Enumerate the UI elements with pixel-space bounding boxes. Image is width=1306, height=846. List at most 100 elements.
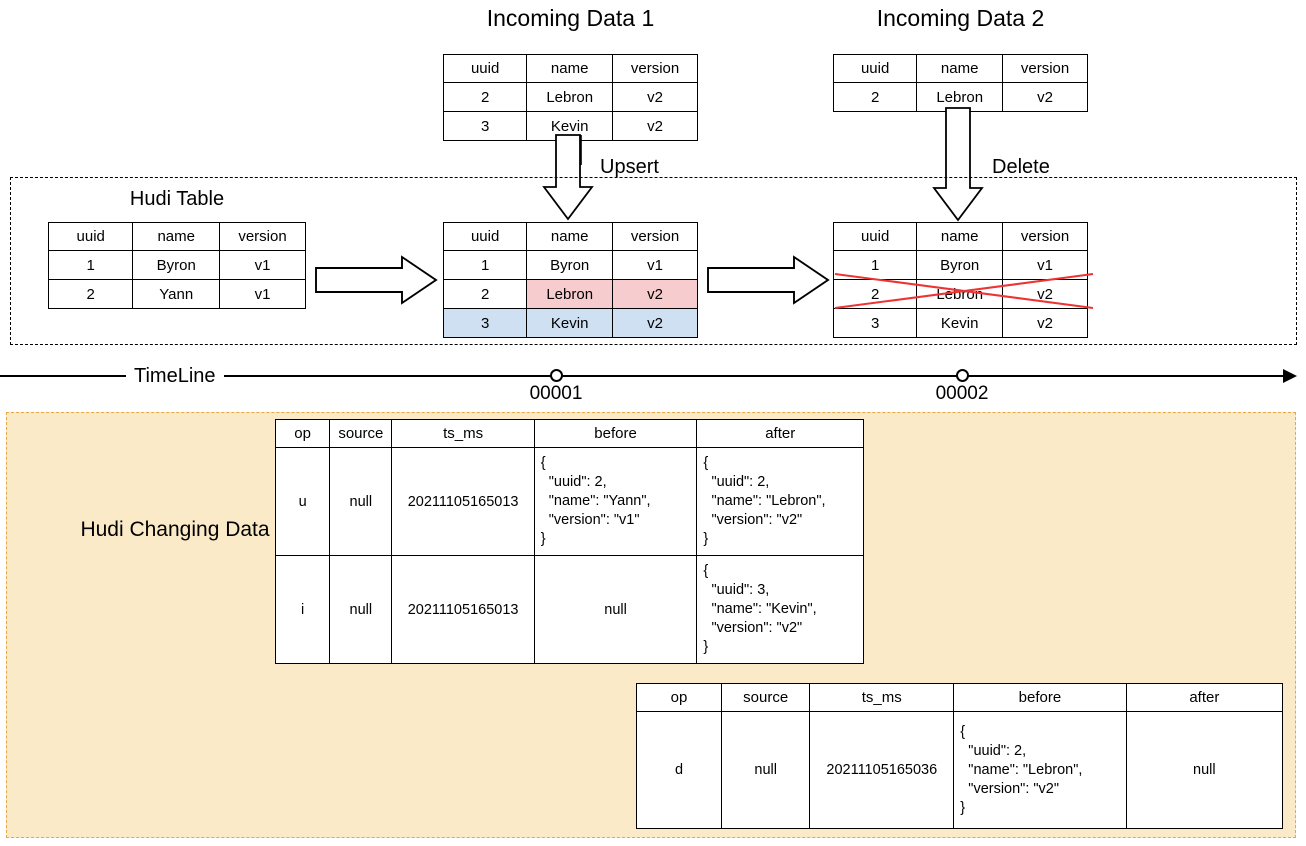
- cell-op: d: [635, 711, 723, 829]
- table-row-updated: 2 Lebron v2: [442, 279, 698, 309]
- column-header-uuid: uuid: [442, 222, 528, 251]
- column-header-uuid: uuid: [832, 222, 918, 251]
- incoming-data-2-table-wrap: uuid name version 2 Lebron v2: [832, 54, 1088, 112]
- cell-name: Lebron: [916, 279, 1004, 309]
- column-header-source: source: [721, 683, 811, 712]
- cell-version: v1: [1002, 250, 1088, 280]
- column-header-name: name: [916, 54, 1004, 83]
- table-row: 2 Yann v1: [47, 279, 306, 309]
- column-header-before: before: [533, 419, 698, 448]
- cell-uuid: 2: [832, 279, 918, 309]
- flow-arrow-1-icon: [314, 255, 438, 305]
- flow-arrow-2-icon: [706, 255, 830, 305]
- cell-version: v2: [1002, 279, 1088, 309]
- cell-uuid: 2: [442, 82, 528, 112]
- timeline-commit-label-00002: 00002: [935, 383, 989, 404]
- timeline-commit-dot-00002: [956, 369, 969, 382]
- upsert-label: Upsert: [600, 156, 659, 178]
- cell-source: null: [329, 447, 393, 556]
- changing-data-table-2: op source ts_ms before after d null 2021…: [635, 683, 1284, 829]
- incoming-data-1-title: Incoming Data 1: [486, 5, 655, 31]
- table-header-row: op source ts_ms before after: [635, 683, 1284, 712]
- hudi-table-after-upsert-wrap: uuid name version 1 Byron v1 2 Lebron v2…: [442, 222, 698, 338]
- column-header-op: op: [635, 683, 723, 712]
- cell-version: v2: [1002, 82, 1088, 112]
- cell-source: null: [721, 711, 811, 829]
- cell-uuid: 1: [47, 250, 134, 280]
- cell-uuid: 2: [47, 279, 134, 309]
- cell-name: Lebron: [526, 82, 614, 112]
- incoming-data-1-table-wrap: uuid name version 2 Lebron v2 3 Kevin v2: [442, 54, 698, 141]
- column-header-name: name: [526, 222, 614, 251]
- changing-data-label: Hudi Changing Data: [80, 518, 270, 541]
- cell-uuid: 3: [442, 111, 528, 141]
- timeline-label: TimeLine: [126, 364, 224, 388]
- timeline-arrowhead-icon: [1283, 369, 1297, 383]
- changing-data-table-1-wrap: op source ts_ms before after u null 2021…: [274, 419, 864, 664]
- column-header-uuid: uuid: [832, 54, 918, 83]
- cell-after: { "uuid": 2, "name": "Lebron", "version"…: [696, 447, 864, 556]
- cell-name: Byron: [916, 250, 1004, 280]
- cell-op: i: [274, 555, 331, 664]
- cell-before: { "uuid": 2, "name": "Yann", "version": …: [533, 447, 698, 556]
- cell-name: Kevin: [526, 308, 614, 338]
- table-header-row: uuid name version: [442, 54, 698, 83]
- cell-version: v1: [219, 279, 306, 309]
- column-header-uuid: uuid: [47, 222, 134, 251]
- table-header-row: uuid name version: [47, 222, 306, 251]
- changing-data-table-1: op source ts_ms before after u null 2021…: [274, 419, 864, 664]
- column-header-version: version: [612, 222, 698, 251]
- table-row: i null 20211105165013 null { "uuid": 3, …: [274, 555, 864, 664]
- cell-version: v2: [612, 308, 698, 338]
- hudi-table-after-delete-wrap: uuid name version 1 Byron v1 2 Lebron v2…: [832, 222, 1088, 338]
- delete-connector: [920, 107, 1100, 246]
- cell-version: v1: [219, 250, 306, 280]
- cell-version: v2: [612, 111, 698, 141]
- cell-ts-ms: 20211105165036: [809, 711, 955, 829]
- incoming-data-2-table: uuid name version 2 Lebron v2: [832, 54, 1088, 112]
- cell-ts-ms: 20211105165013: [391, 447, 535, 556]
- column-header-name: name: [526, 54, 614, 83]
- cell-before: { "uuid": 2, "name": "Lebron", "version"…: [953, 711, 1127, 829]
- hudi-table-title: Hudi Table: [129, 188, 225, 210]
- column-header-source: source: [329, 419, 393, 448]
- timeline-axis: [0, 375, 1285, 377]
- column-header-version: version: [1002, 54, 1088, 83]
- hudi-table-after-upsert: uuid name version 1 Byron v1 2 Lebron v2…: [442, 222, 698, 338]
- table-row-inserted: 3 Kevin v2: [442, 308, 698, 338]
- hudi-table-after-delete: uuid name version 1 Byron v1 2 Lebron v2…: [832, 222, 1088, 338]
- hudi-table-container: [10, 177, 1297, 345]
- cell-name: Yann: [132, 279, 221, 309]
- timeline-commit-dot-00001: [550, 369, 563, 382]
- cell-name: Byron: [132, 250, 221, 280]
- cell-source: null: [329, 555, 393, 664]
- hudi-table-initial: uuid name version 1 Byron v1 2 Yann v1: [47, 222, 306, 309]
- incoming-data-2-title: Incoming Data 2: [876, 5, 1045, 31]
- cell-name: Lebron: [526, 279, 614, 309]
- cell-uuid: 2: [832, 82, 918, 112]
- table-header-row: op source ts_ms before after: [274, 419, 864, 448]
- column-header-after: after: [1125, 683, 1284, 712]
- table-row: 1 Byron v1: [442, 250, 698, 280]
- table-row: 1 Byron v1: [832, 250, 1088, 280]
- cell-op: u: [274, 447, 331, 556]
- column-header-after: after: [696, 419, 864, 448]
- table-row: 1 Byron v1: [47, 250, 306, 280]
- incoming-data-1-table: uuid name version 2 Lebron v2 3 Kevin v2: [442, 54, 698, 141]
- cell-ts-ms: 20211105165013: [391, 555, 535, 664]
- changing-data-table-2-wrap: op source ts_ms before after d null 2021…: [635, 683, 1284, 829]
- cell-version: v2: [612, 82, 698, 112]
- column-header-op: op: [274, 419, 331, 448]
- column-header-uuid: uuid: [442, 54, 528, 83]
- column-header-version: version: [612, 54, 698, 83]
- hudi-table-initial-wrap: uuid name version 1 Byron v1 2 Yann v1: [47, 222, 306, 309]
- cell-uuid: 1: [832, 250, 918, 280]
- column-header-name: name: [916, 222, 1004, 251]
- table-header-row: uuid name version: [442, 222, 698, 251]
- cell-name: Byron: [526, 250, 614, 280]
- column-header-version: version: [1002, 222, 1088, 251]
- table-row: 2 Lebron v2: [442, 82, 698, 112]
- cell-uuid: 3: [442, 308, 528, 338]
- cell-uuid: 1: [442, 250, 528, 280]
- column-header-before: before: [953, 683, 1127, 712]
